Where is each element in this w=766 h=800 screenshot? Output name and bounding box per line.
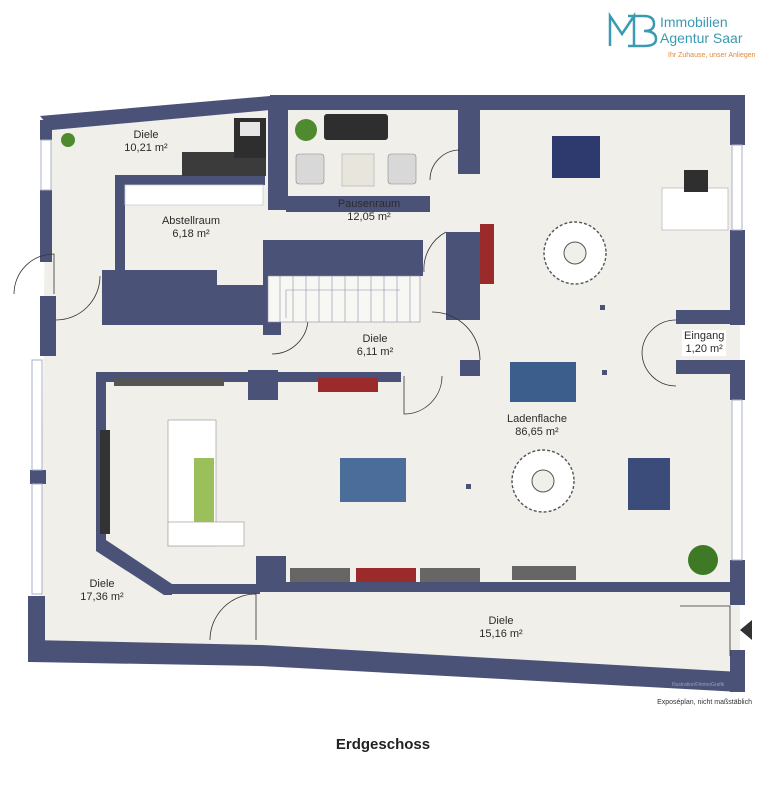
reception-monitor	[684, 170, 708, 192]
room-area: 15,16 m²	[479, 628, 523, 640]
round-display	[511, 449, 575, 513]
room-name: Ladenflache	[507, 413, 567, 425]
room-name: Diele	[488, 615, 514, 627]
room-area: 10,21 m²	[124, 142, 168, 154]
room-label-eingang: Eingang 1,20 m²	[682, 330, 727, 356]
room-area: 6,18 m²	[172, 228, 210, 240]
monitor	[240, 122, 260, 136]
floor-plan	[13, 95, 752, 692]
small-pillars	[466, 305, 607, 489]
reception-desk	[661, 187, 729, 231]
brand-logo: Immobilien Agentur Saar Ihr Zuhause, uns…	[606, 10, 756, 70]
brand-name-line1: Immobilien	[660, 14, 728, 30]
staircase	[267, 275, 421, 323]
room-area: 12,05 m²	[347, 211, 391, 223]
room-area: 86,65 m²	[515, 426, 559, 438]
interior-walls	[96, 105, 738, 595]
room-name: Eingang	[684, 330, 725, 342]
shelving-unit	[124, 184, 264, 206]
room-label-diele-left: Diele 17,36 m²	[80, 578, 123, 604]
floor-title: Erdgeschoss	[335, 736, 431, 753]
room-label-diele-bottom: Diele 15,16 m²	[479, 615, 522, 641]
plant-icon	[688, 545, 718, 575]
room-name: Pausenraum	[337, 198, 401, 210]
mb-logo-icon	[608, 12, 658, 48]
entrance-arrow-icon	[740, 620, 752, 640]
brand-tagline: Ihr Zuhause, unser Anliegen	[668, 52, 756, 59]
coffee-table	[341, 153, 375, 187]
room-name: Diele	[362, 333, 388, 345]
room-area: 1,20 m²	[685, 343, 723, 355]
sofa	[324, 114, 388, 140]
plant-icon	[295, 119, 317, 141]
room-area: 17,36 m²	[80, 591, 124, 603]
room-label-pausenraum: Pausenraum 12,05 m²	[338, 198, 400, 224]
windows	[31, 139, 743, 595]
center-display-table	[167, 419, 245, 547]
room-label-ladenflache: Ladenflache 86,65 m²	[507, 413, 567, 439]
room-name: Diele	[89, 578, 115, 590]
armchair	[295, 153, 325, 185]
room-name: Abstellraum	[161, 215, 221, 227]
room-label-abstellraum: Abstellraum 6,18 m²	[162, 215, 220, 241]
illustration-credit: Illustration©ImmoGrafik	[672, 682, 725, 688]
door-swings	[13, 149, 731, 656]
plant-icon	[61, 133, 75, 147]
plan-disclaimer: Exposéplan, nicht maßstäblich	[657, 699, 752, 706]
brand-name-line2: Agentur Saar	[660, 30, 743, 46]
room-name: Diele	[133, 129, 159, 141]
room-label-diele-top-left: Diele 10,21 m²	[124, 129, 167, 155]
armchair	[387, 153, 417, 185]
room-label-diele-stairs: Diele 6,11 m²	[357, 333, 393, 359]
room-area: 6,11 m²	[356, 346, 394, 358]
round-display	[543, 221, 607, 285]
display-racks	[100, 136, 670, 582]
